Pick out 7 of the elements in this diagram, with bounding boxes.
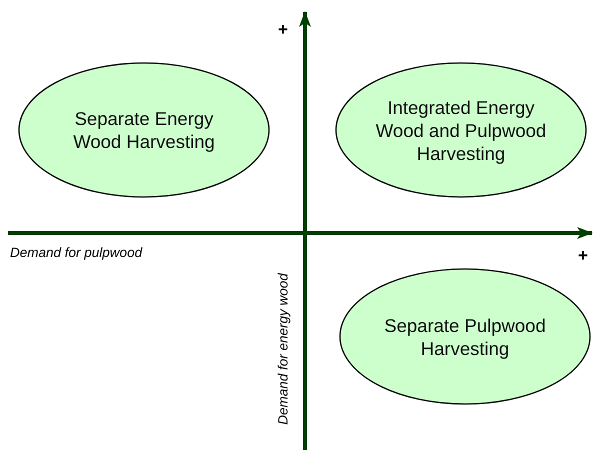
node-label: Integrated Energy Wood and Pulpwood Harvesting <box>374 96 548 164</box>
node-label: Separate Energy Wood Harvesting <box>72 107 216 153</box>
axis-label: Demand for energy wood <box>276 273 290 425</box>
node-label: Separate Pulpwood Harvesting <box>383 314 547 360</box>
plus-sign: + <box>278 20 288 40</box>
plus-sign: + <box>578 246 588 266</box>
axis-label: Demand for pulpwood <box>10 245 142 260</box>
